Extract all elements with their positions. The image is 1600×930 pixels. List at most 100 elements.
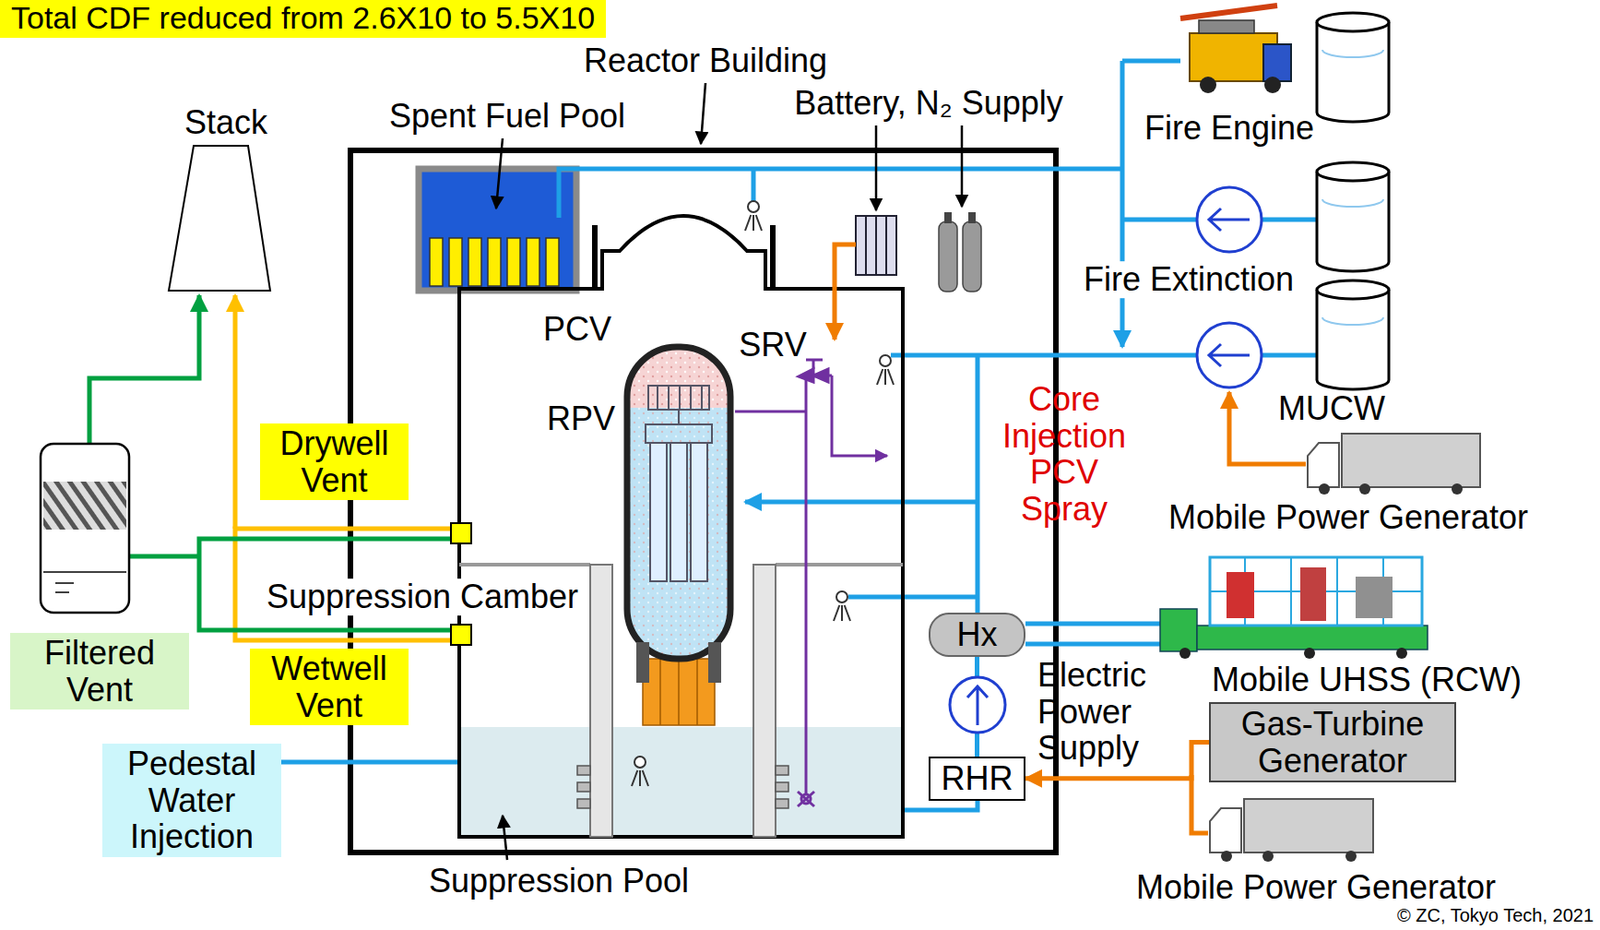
filter-vessel <box>40 443 130 613</box>
label-box: Drywell Vent <box>260 423 409 500</box>
fuel-rods-part <box>526 237 540 286</box>
spray-nozzles-part <box>884 368 887 385</box>
pcv-part-part <box>775 798 789 808</box>
pcv-part-part <box>577 765 591 775</box>
water-tanks <box>1316 12 1389 390</box>
part-label: Electric Power Supply <box>1037 656 1186 767</box>
mobile-uhss-truck-part <box>1209 557 1423 626</box>
water-tanks-part <box>1322 317 1384 325</box>
spray-nozzles-part <box>642 770 649 786</box>
part-label: Mobile Power Generator <box>1136 868 1496 906</box>
spray-nozzles-part <box>888 368 894 385</box>
fuel-rods-part <box>487 237 501 286</box>
water-lines-part <box>1120 60 1126 347</box>
box-text: Filtered Vent <box>13 634 186 708</box>
power-lines-part <box>1191 774 1209 833</box>
part-label: Battery, N₂ Supply <box>794 84 1063 122</box>
spray-nozzles-part <box>756 214 762 231</box>
mobile-generator-part <box>1341 433 1481 487</box>
part-label: Core Injection PCV Spray <box>988 380 1141 527</box>
battery-symbol-part-part <box>865 215 867 275</box>
mobile-generator <box>1307 433 1481 495</box>
mobile-uhss-truck-part <box>1209 557 1423 626</box>
rpv-part-part <box>678 385 681 410</box>
srv-lines <box>734 359 888 806</box>
fire-engine <box>1180 5 1292 94</box>
part-label: Mobile UHSS (RCW) <box>1211 661 1522 699</box>
mobile-uhss-truck-part <box>1197 625 1428 650</box>
n2-bottles-part <box>968 212 976 224</box>
pcv-part-part <box>775 765 789 775</box>
part-label: Fire Engine <box>1144 109 1315 147</box>
water-tanks-part <box>1316 171 1389 272</box>
stack-part <box>168 145 271 291</box>
srv-lines-part <box>805 379 808 794</box>
water-tanks-part <box>1316 22 1389 122</box>
pcv-part <box>459 215 903 837</box>
water-lines <box>275 60 1317 810</box>
mobile-generator-part <box>1307 442 1340 487</box>
mobile-generator-part <box>1262 850 1274 862</box>
mobile-generator-part <box>1318 483 1330 495</box>
vent-lines-part <box>233 295 238 529</box>
mobile-generator-part <box>1345 850 1357 862</box>
pcv-part-part <box>775 782 789 792</box>
spray-nozzles-part <box>833 604 840 621</box>
part-label: Mobile Power Generator <box>1168 498 1529 536</box>
rpv-part-part <box>677 409 680 425</box>
water-lines-part <box>1122 59 1181 64</box>
part-label: MUCW <box>1278 390 1386 427</box>
pcv-part <box>775 562 903 567</box>
mobile-generator <box>1209 798 1374 862</box>
mobile-uhss-truck-part <box>1300 567 1327 621</box>
rpv-part-part <box>700 385 703 410</box>
rpv-part-part <box>667 385 670 410</box>
battery-symbol <box>855 125 897 275</box>
mobile-uhss-truck-part <box>1303 647 1316 659</box>
mobile-uhss-truck-part <box>1160 608 1198 652</box>
n2-bottles-part <box>938 221 958 292</box>
rpv-part-part <box>650 442 667 581</box>
srv-lines-part <box>797 791 815 806</box>
mobile-uhss-truck-part <box>1179 647 1191 659</box>
fuel-rods-part <box>429 237 443 286</box>
pcv-part <box>770 225 776 289</box>
battery-symbol-part <box>855 215 897 275</box>
rpv-part <box>708 641 722 683</box>
spray-nozzles-part <box>747 201 759 213</box>
rpv-part-part <box>677 658 680 725</box>
filter-vessel-part <box>55 581 74 584</box>
part-label: PCV <box>543 310 612 348</box>
rpv-part-part <box>656 385 659 410</box>
mobile-uhss-truck-part <box>1355 576 1393 618</box>
vent-valves-part <box>450 522 472 544</box>
spray-nozzles-part <box>634 756 646 768</box>
n2-bottles-part <box>944 212 952 224</box>
rpv-part-part <box>670 442 688 581</box>
pcv-part <box>590 564 613 837</box>
water-lines-part <box>848 594 978 600</box>
water-lines-part <box>902 798 978 810</box>
vent-valves-part <box>450 624 472 645</box>
mobile-generator-part <box>1209 807 1242 853</box>
spray-nozzles <box>631 201 894 786</box>
rpv-part-part <box>689 385 692 410</box>
mobile-generator-part <box>1451 483 1463 495</box>
equipment-box: RHR <box>928 756 1026 801</box>
pcv-part-part <box>577 782 591 792</box>
equipment-box: Hx <box>928 612 1026 657</box>
battery-symbol-part-part <box>875 215 878 275</box>
reactor-building-part <box>700 82 706 144</box>
fuel-rods-part <box>449 237 463 286</box>
water-lines-part <box>558 168 1123 218</box>
mobile-generator-part <box>1220 850 1233 862</box>
box-text: Hx <box>957 616 998 653</box>
power-lines-part <box>834 244 856 340</box>
fuel-rods-part <box>545 237 559 286</box>
fire-engine-part <box>1198 20 1255 34</box>
box-text: Wetwell Vent <box>253 650 405 723</box>
label-box: Filtered Vent <box>10 632 190 710</box>
mobile-uhss-truck-part <box>1226 571 1255 618</box>
pcv-part-part <box>577 798 591 808</box>
